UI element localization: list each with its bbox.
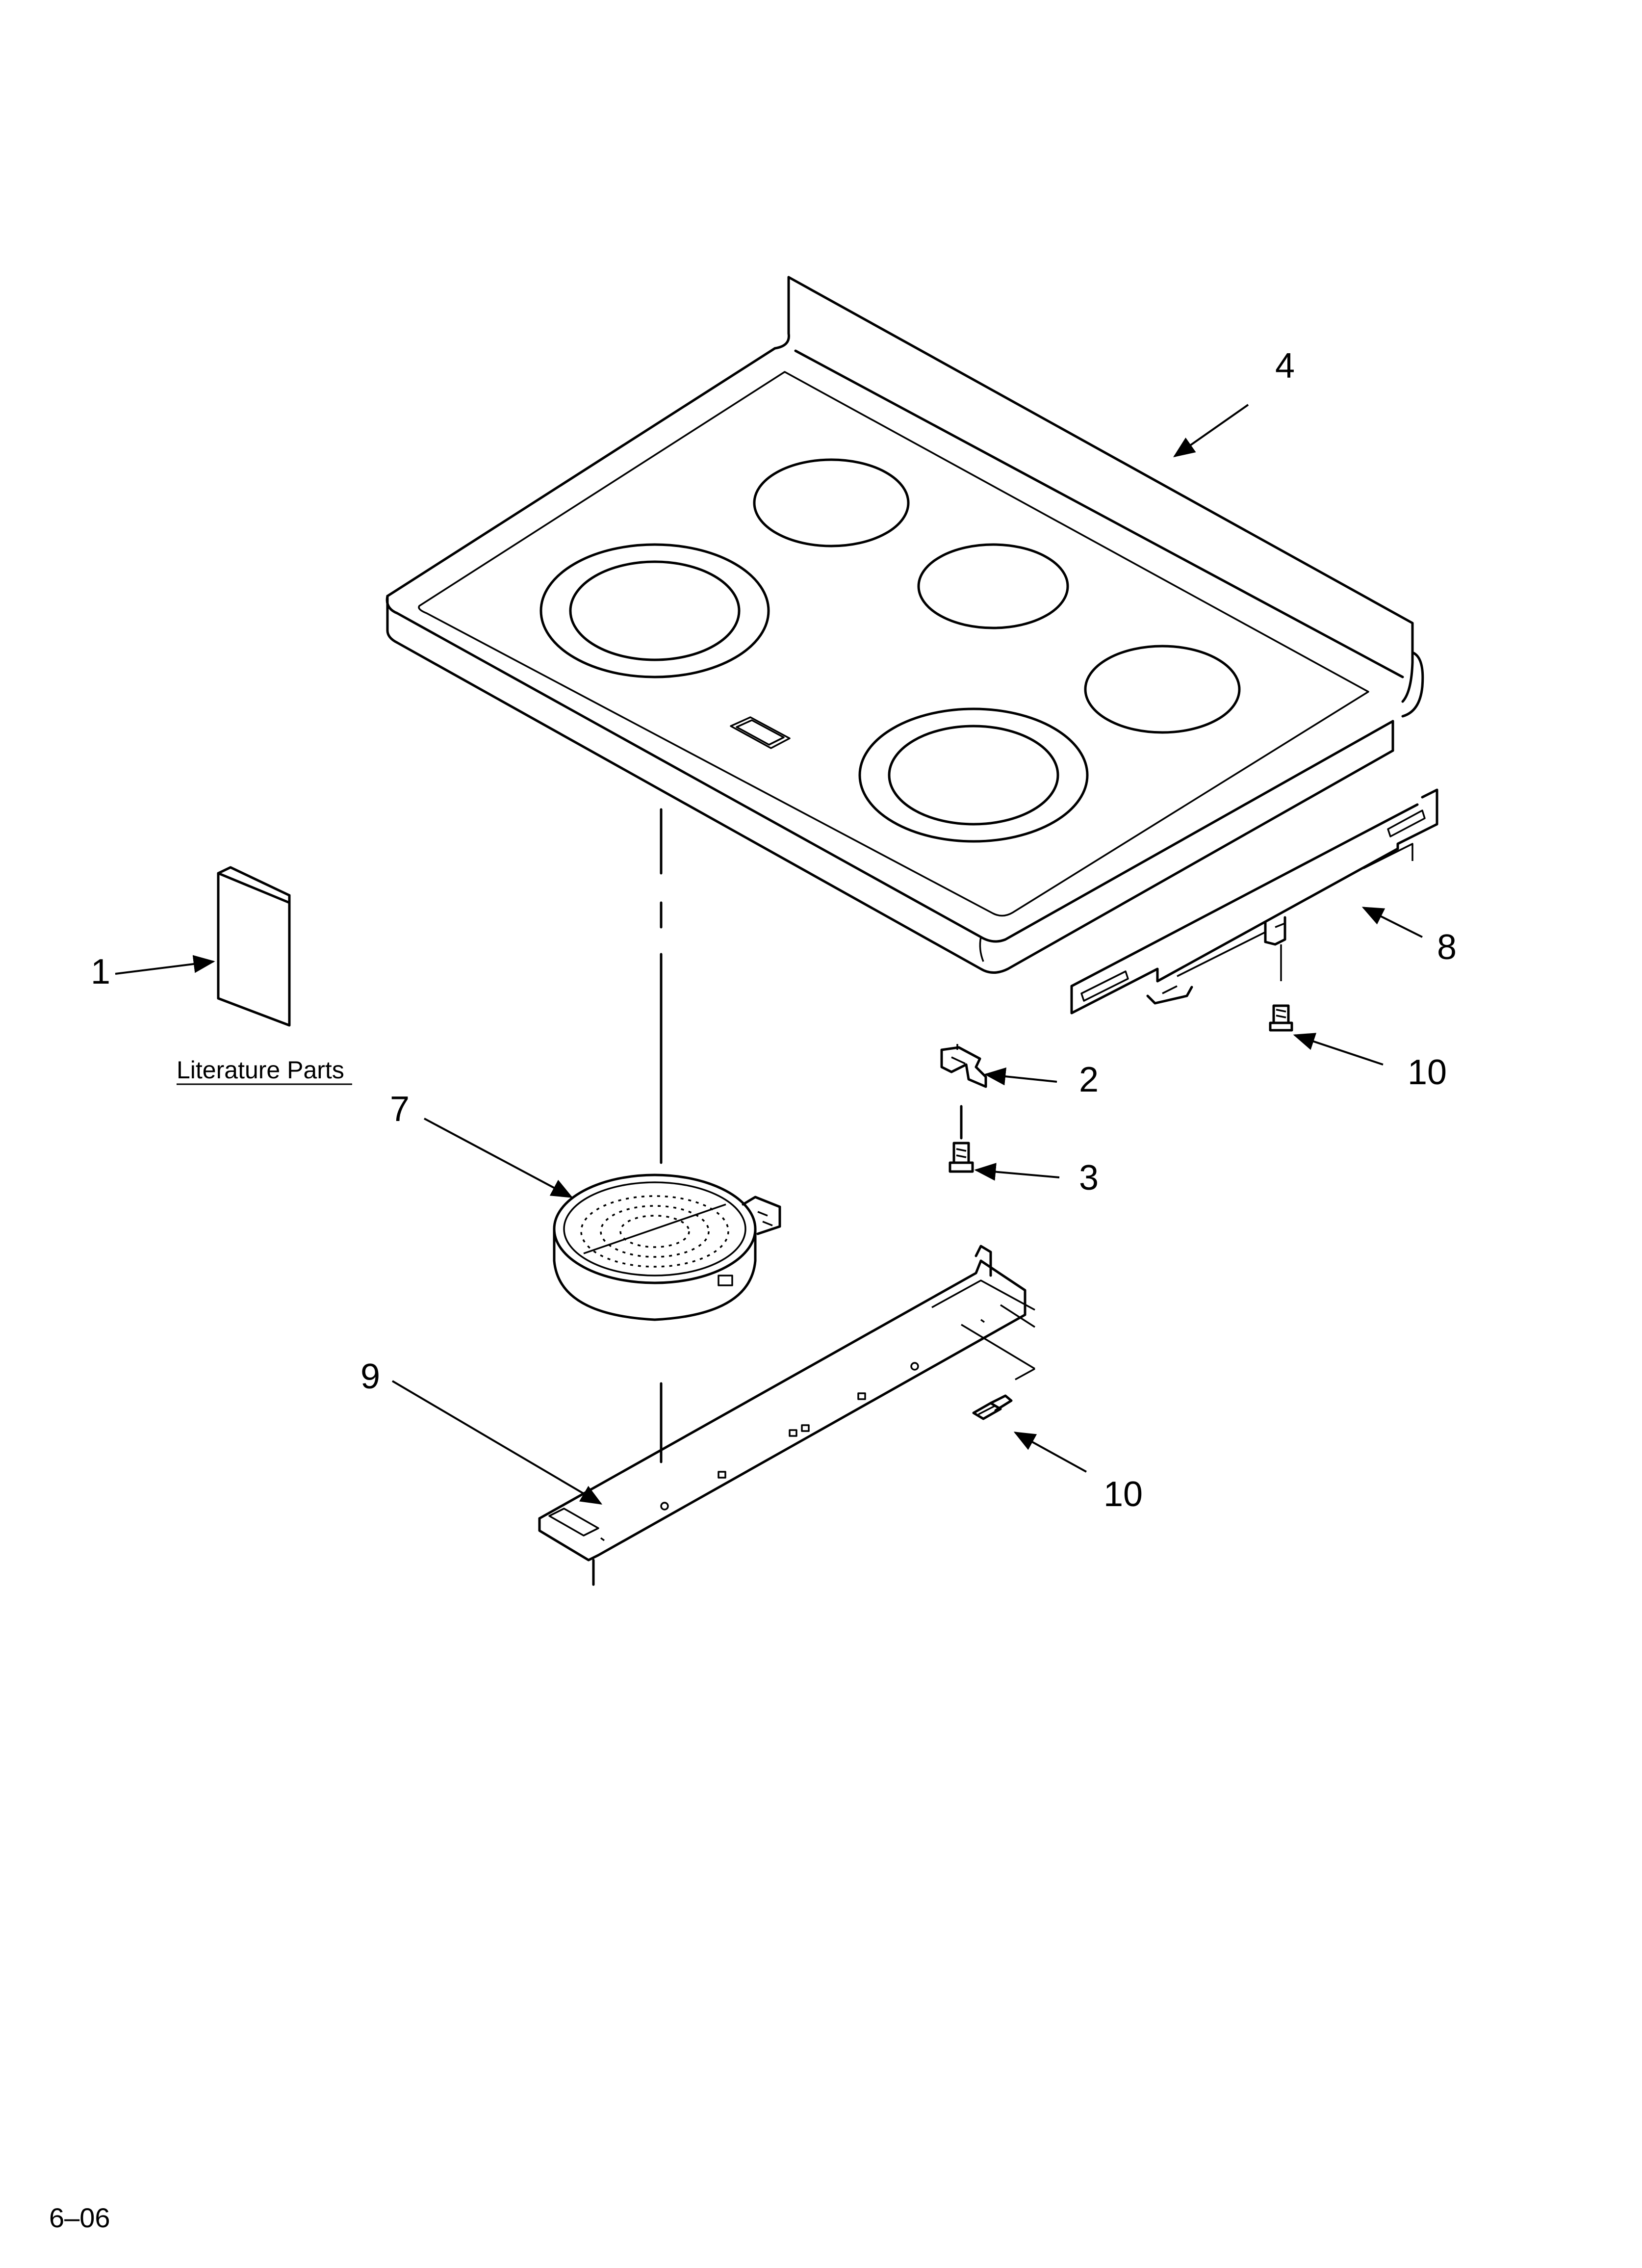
burner-left-front bbox=[539, 543, 770, 678]
bracket-screw-guide-2 bbox=[1015, 1368, 1035, 1381]
literature-parts-label: Literature Parts bbox=[177, 1056, 344, 1084]
screw-lower bbox=[972, 1394, 1013, 1420]
cooktop-main-top bbox=[385, 276, 1424, 974]
burner-right-rear bbox=[1084, 645, 1241, 734]
literature-parts-booklet bbox=[217, 866, 291, 1027]
retaining-clip bbox=[940, 1044, 987, 1088]
screw-upper bbox=[1269, 1004, 1293, 1032]
revision-code: 6–06 bbox=[49, 2202, 110, 2233]
callout-4: 4 bbox=[1275, 346, 1295, 386]
bracket-screw-guide bbox=[961, 1324, 1035, 1370]
callout-10-lower: 10 bbox=[1103, 1475, 1143, 1514]
support-bracket-rear bbox=[1070, 788, 1438, 1015]
callout-7: 7 bbox=[390, 1090, 410, 1129]
callout-2: 2 bbox=[1079, 1060, 1099, 1099]
callout-pointers bbox=[115, 404, 1423, 1505]
burner-center bbox=[917, 543, 1069, 629]
burner-right-front bbox=[858, 707, 1089, 843]
screw-clip bbox=[949, 1142, 974, 1173]
callout-10-upper: 10 bbox=[1408, 1053, 1447, 1092]
callout-1: 1 bbox=[91, 952, 110, 991]
callout-9: 9 bbox=[360, 1357, 380, 1396]
callout-3: 3 bbox=[1079, 1158, 1099, 1198]
radiant-heating-element bbox=[553, 1173, 781, 1321]
support-bracket-front bbox=[538, 1245, 1035, 1586]
burner-left-rear bbox=[753, 458, 910, 547]
callout-8: 8 bbox=[1437, 928, 1457, 967]
